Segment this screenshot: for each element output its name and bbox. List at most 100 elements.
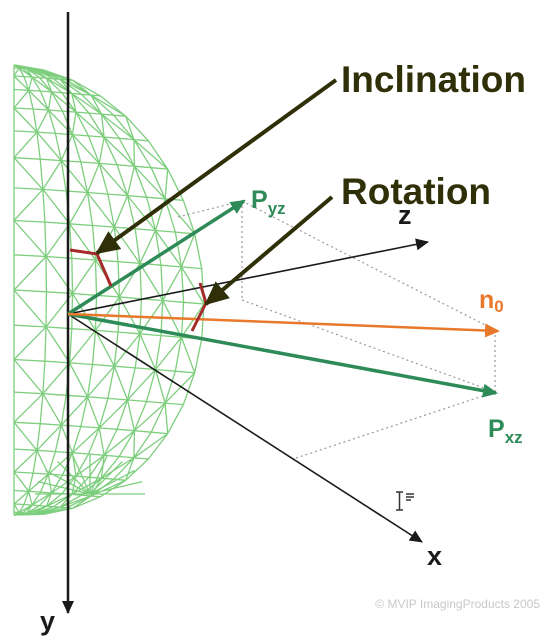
mesh-edge <box>165 169 168 199</box>
mesh-edge <box>118 297 119 332</box>
mesh-edge <box>165 403 183 405</box>
mesh-edge <box>14 504 19 513</box>
p-yz-label: Pyz <box>251 186 286 218</box>
rotation-angle-mark <box>192 283 206 331</box>
mesh-edge <box>134 432 151 458</box>
mesh-edge <box>24 77 32 78</box>
mesh-edge <box>134 140 151 168</box>
mesh-edge <box>156 231 162 266</box>
mesh-edge <box>73 260 96 294</box>
mesh-edge <box>43 394 66 396</box>
mesh-edge <box>165 199 195 234</box>
mesh-edge <box>195 234 202 269</box>
n0-vector <box>68 314 498 331</box>
mesh-edge <box>156 370 176 372</box>
mesh-edge <box>134 458 149 459</box>
mesh-edge <box>14 360 43 394</box>
mesh-edge <box>93 365 115 367</box>
mesh-edge <box>134 434 168 458</box>
mesh-edge <box>43 189 70 223</box>
mesh-edge <box>147 402 166 404</box>
mesh-edge <box>46 224 70 257</box>
mesh-edge <box>72 453 88 454</box>
mesh-edge <box>14 504 24 505</box>
mesh-edge <box>104 137 134 166</box>
mesh-edge <box>14 422 37 450</box>
mesh-edge <box>14 514 44 515</box>
mesh-edge <box>73 294 97 296</box>
mesh-edge <box>14 325 46 327</box>
mesh-edge <box>14 221 45 223</box>
mesh-edge <box>43 161 61 190</box>
mesh-edge <box>117 165 134 166</box>
mesh-edge <box>104 137 119 138</box>
mesh-edge <box>118 332 140 334</box>
mesh-edge <box>126 116 149 141</box>
mesh-edge <box>151 168 165 199</box>
p-xz-label: Pxz <box>488 415 523 447</box>
mesh-edge <box>40 394 43 424</box>
mesh-edge <box>70 329 72 363</box>
mesh-edge <box>29 77 32 90</box>
mesh-edge <box>58 462 90 494</box>
mesh-edge <box>43 394 61 425</box>
mesh-edge <box>104 137 117 165</box>
mesh-edge <box>99 163 117 164</box>
mesh-edge <box>151 403 165 432</box>
mesh-edge <box>66 191 87 193</box>
mesh-edge <box>45 361 70 363</box>
mesh-edge <box>48 110 62 111</box>
mesh-edge <box>89 454 105 455</box>
rotation-label: Rotation <box>341 171 491 212</box>
proj-line <box>242 201 495 330</box>
mesh-edge <box>70 224 93 226</box>
mesh-edge <box>61 161 81 162</box>
mesh-edge <box>134 166 151 168</box>
mesh-edge <box>43 361 45 394</box>
mesh-edge <box>41 492 52 493</box>
mesh-edge <box>14 90 29 108</box>
mesh-edge <box>89 136 105 137</box>
mesh-edge <box>88 163 100 192</box>
mesh-edge <box>119 457 134 458</box>
mesh-edge <box>72 135 88 136</box>
mesh-edge <box>140 334 161 336</box>
mesh-edge <box>37 110 49 132</box>
mesh-edge <box>104 429 117 455</box>
text-cursor-icon <box>396 492 414 510</box>
mesh-edge <box>48 474 51 493</box>
mesh-edge <box>45 327 46 361</box>
mesh-edge <box>151 168 168 169</box>
mesh-edge <box>43 189 66 191</box>
mesh-edge <box>128 400 147 402</box>
mesh-edge <box>168 405 184 434</box>
mesh-edge <box>156 231 176 233</box>
mesh-edge <box>14 360 45 362</box>
mesh-edge <box>175 337 181 371</box>
mesh-edge <box>14 76 24 77</box>
mesh-edge <box>14 255 46 257</box>
mesh-edge <box>14 392 43 394</box>
mesh-edge <box>88 397 100 428</box>
mesh-edge <box>37 424 40 451</box>
mesh-edge <box>32 77 40 91</box>
mesh-edge <box>24 505 32 506</box>
mesh-edge <box>119 138 134 166</box>
mesh-edge <box>88 193 108 195</box>
mesh-edge <box>104 431 134 456</box>
mesh-edge <box>72 258 73 293</box>
p-xz-sub: xz <box>505 428 523 447</box>
mesh-edge <box>195 339 202 373</box>
mesh-edge <box>96 330 115 366</box>
mesh-edge <box>182 267 184 302</box>
mesh-edge <box>41 91 52 92</box>
mesh-edge <box>147 197 166 199</box>
mesh-edge <box>134 166 165 199</box>
mesh-edge <box>76 454 89 476</box>
mesh-edge <box>14 131 37 132</box>
mesh-edge <box>151 432 168 433</box>
mesh-edge <box>37 132 56 133</box>
mesh-edge <box>184 302 204 304</box>
mesh-edge <box>99 137 104 163</box>
